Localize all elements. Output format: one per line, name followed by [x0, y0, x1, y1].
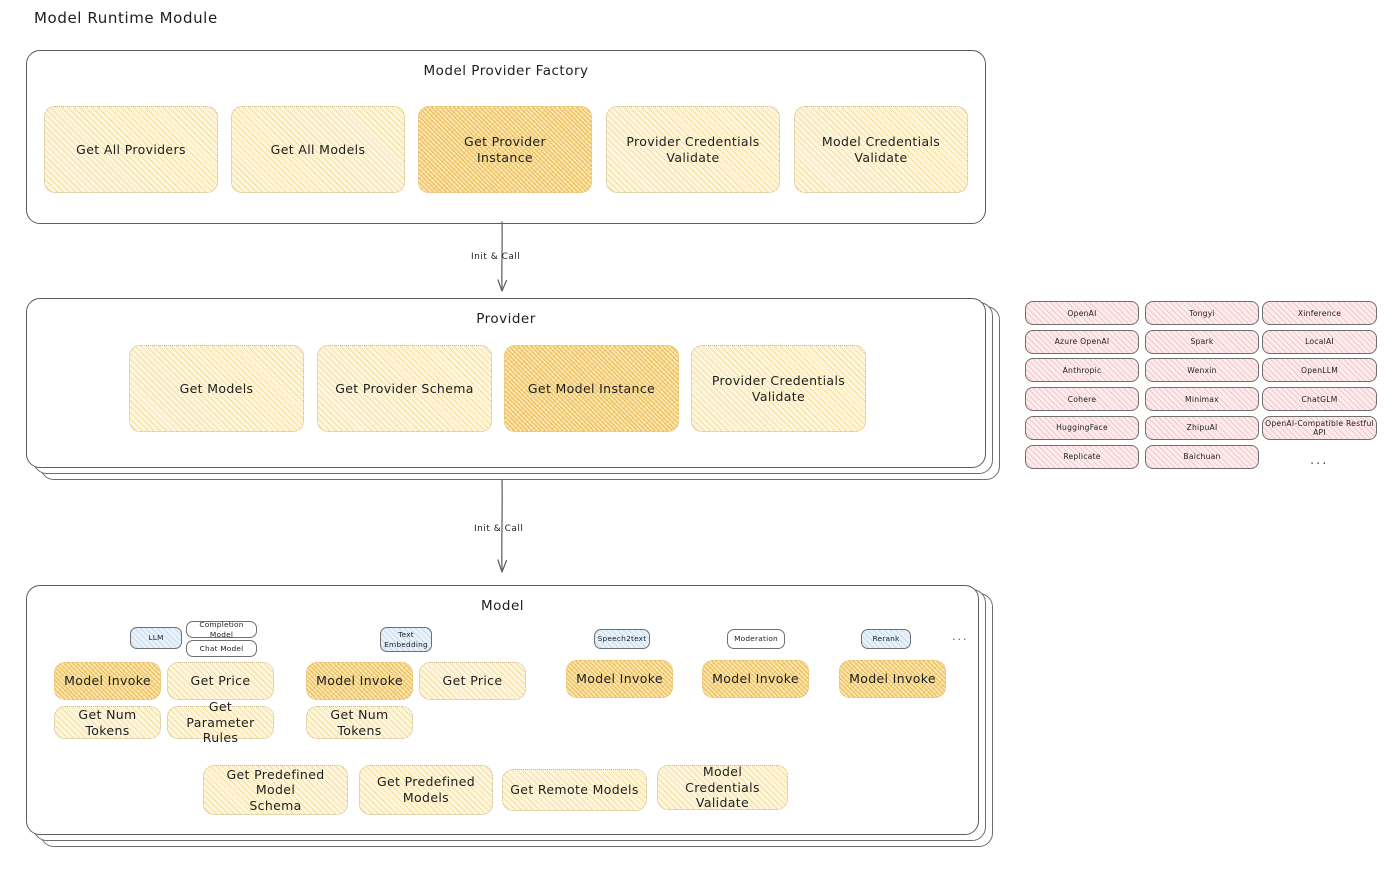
provider-chip-localai[interactable]: LocalAI: [1262, 329, 1377, 354]
model-sub-badge-completion-model[interactable]: Completion Model: [186, 620, 257, 639]
model-node-get-num-tokens[interactable]: Get Num Tokens: [54, 706, 161, 739]
page-title: Model Runtime Module: [34, 9, 218, 27]
provider-title: Provider: [476, 311, 536, 327]
model-type-badge-llm[interactable]: LLM: [130, 627, 182, 649]
model-common-node-get-remote-models[interactable]: Get Remote Models: [502, 769, 647, 811]
model-node-model-invoke[interactable]: Model Invoke: [566, 660, 673, 698]
provider-chip-anthropic[interactable]: Anthropic: [1025, 358, 1139, 383]
provider-chip-zhipuai[interactable]: ZhipuAI: [1145, 415, 1259, 440]
model-node-get-price[interactable]: Get Price: [167, 662, 274, 700]
connector-provider-to-model: [496, 479, 516, 580]
model-type-badge-rerank[interactable]: Rerank: [861, 629, 911, 649]
connector-label-1: Init & Call: [471, 252, 521, 262]
model-node-model-invoke[interactable]: Model Invoke: [839, 660, 946, 698]
model-type-badge-speech2text[interactable]: Speech2text: [594, 629, 650, 649]
provider-chip-minimax[interactable]: Minimax: [1145, 387, 1259, 412]
provider-chip-openai-compatible-restful-api[interactable]: OpenAI-Compatible Restful API: [1262, 415, 1377, 440]
model-node-model-invoke[interactable]: Model Invoke: [54, 662, 161, 700]
connector-factory-to-provider: [496, 221, 516, 300]
model-type-badge-moderation[interactable]: Moderation: [727, 629, 785, 649]
provider-chip-spark[interactable]: Spark: [1145, 329, 1259, 354]
provider-chip-azure-openai[interactable]: Azure OpenAI: [1025, 329, 1139, 354]
provider-chip-replicate[interactable]: Replicate: [1025, 444, 1139, 469]
factory-node-get-all-models[interactable]: Get All Models: [231, 106, 405, 193]
provider-chip-huggingface[interactable]: HuggingFace: [1025, 415, 1139, 440]
provider-node-get-provider-schema[interactable]: Get Provider Schema: [317, 345, 492, 432]
model-title: Model: [480, 598, 525, 614]
provider-chip-baichuan[interactable]: Baichuan: [1145, 444, 1259, 469]
provider-node-get-model-instance[interactable]: Get Model Instance: [504, 345, 679, 432]
model-node-model-invoke[interactable]: Model Invoke: [702, 660, 809, 698]
provider-list-ellipsis: ...: [1310, 453, 1329, 468]
provider-node-get-models[interactable]: Get Models: [129, 345, 304, 432]
model-node-get-price[interactable]: Get Price: [419, 662, 526, 700]
model-node-model-invoke[interactable]: Model Invoke: [306, 662, 413, 700]
provider-chip-cohere[interactable]: Cohere: [1025, 387, 1139, 412]
provider-chip-openllm[interactable]: OpenLLM: [1262, 358, 1377, 383]
provider-chip-wenxin[interactable]: Wenxin: [1145, 358, 1259, 383]
provider-chip-openai[interactable]: OpenAI: [1025, 301, 1139, 325]
provider-chip-xinference[interactable]: Xinference: [1262, 301, 1377, 325]
provider-chip-tongyi[interactable]: Tongyi: [1145, 301, 1259, 325]
factory-node-get-all-providers[interactable]: Get All Providers: [44, 106, 218, 193]
model-groups-ellipsis: ...: [952, 630, 969, 643]
connector-label-2: Init & Call: [474, 524, 524, 534]
factory-title: Model Provider Factory: [423, 63, 589, 79]
provider-chip-chatglm[interactable]: ChatGLM: [1262, 387, 1377, 412]
model-node-get-num-tokens[interactable]: Get Num Tokens: [306, 706, 413, 739]
model-sub-badge-chat-model[interactable]: Chat Model: [186, 640, 257, 657]
